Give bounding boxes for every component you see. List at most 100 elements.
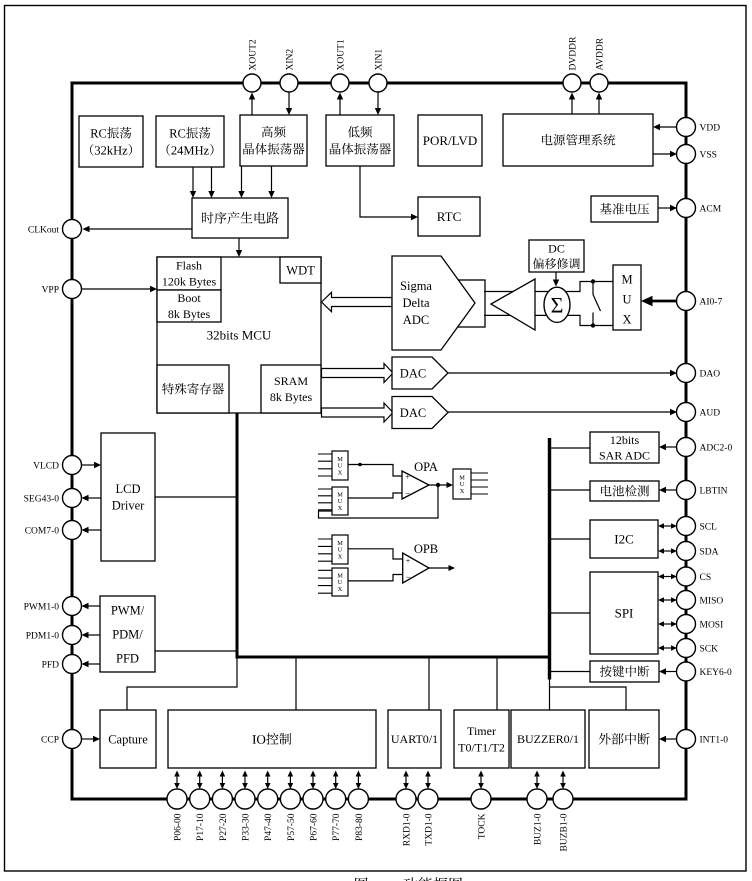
arrow-tock-h1 [478, 770, 484, 777]
arrow-xin2-head [285, 108, 293, 115]
pin-right-vdd [675, 116, 697, 138]
opa-feedback [317, 485, 439, 519]
pin-right-adc20-label: ADC2-0 [700, 443, 733, 453]
pin-bottom-p4740 [257, 788, 279, 810]
pin-right-adc20 [675, 436, 697, 458]
block-boot [156, 289, 222, 323]
pin-top-dvddr-label: DVDDR [568, 36, 578, 70]
opa-mux2-letter-l3: X [338, 505, 343, 512]
pin-right-int10-label: INT1-0 [700, 735, 729, 745]
pin-bottom-p1710-label: P17-10 [196, 813, 206, 841]
pin-left-vpp-label: VPP [42, 285, 59, 295]
pin-right-scl-label: SCL [700, 522, 718, 532]
uart-line1: UART0/1 [391, 732, 438, 746]
pin-bottom-p6760-label: P67-60 [309, 813, 319, 841]
arrow-sck-h1 [658, 645, 664, 651]
pin-bottom-buzb10-label: BUZB1-0 [559, 813, 569, 851]
rc24m-line2 [166, 143, 214, 156]
pin-bottom-p0600 [166, 788, 188, 810]
caption-text [403, 877, 462, 881]
spi-line1: SPI [615, 606, 634, 621]
pin-left-pwm10-label: PWM1-0 [24, 602, 60, 612]
amp-triangle [489, 277, 536, 332]
arrow-hfosc-timing-1-head [238, 191, 245, 198]
hf-osc-line2 [243, 142, 305, 155]
por-lvd-line1: POR/LVD [423, 133, 477, 148]
pin-left-pwm10 [61, 595, 83, 617]
pin-left-seg430 [61, 487, 83, 509]
arrow-port-7-h2 [332, 783, 339, 789]
opa-label: OPA [414, 460, 438, 474]
pin-right-cs [675, 566, 697, 587]
pin-right-lbtin [675, 479, 697, 501]
vref-line1 [599, 202, 650, 215]
arrow-avddr-head [595, 92, 603, 100]
pin-bottom-p5750 [279, 788, 302, 810]
pin-right-cs-label: CS [700, 573, 712, 583]
pin-right-ai07 [675, 290, 697, 312]
arrow-port-0-h1 [174, 770, 180, 777]
dac1-label: DAC [400, 367, 426, 381]
arrow-pfd-head [81, 660, 89, 668]
opb-mux2-letter-l3: X [338, 586, 343, 593]
sigma-adc-line3: ADC [403, 313, 429, 327]
sram-line1: SRAM [274, 374, 308, 388]
block-io-ctrl [167, 709, 377, 769]
right-pin-wires [446, 123, 677, 743]
arrow-com-head [81, 526, 89, 534]
caption-fig [355, 877, 368, 881]
sigma-symbol: Σ [551, 292, 564, 317]
block-rc24m [155, 115, 225, 168]
pin-right-dao [675, 362, 697, 384]
arrow-rc24m-timing-2-head [208, 191, 215, 198]
pin-right-scl [675, 515, 697, 537]
opb-mux1-letter-l2: U [338, 547, 343, 554]
block-sigma-adc [391, 255, 476, 351]
sigma-line-bot [563, 314, 613, 327]
block-lcd [100, 432, 156, 562]
lcd-line1: LCD [116, 482, 141, 496]
pin-left-ccp [61, 728, 83, 750]
arrow-timing-mcu-head [235, 250, 243, 257]
pin-left-pdm10-label: PDM1-0 [26, 631, 60, 641]
mcu-label: 32bits MCU [207, 328, 272, 343]
pin-bottom-buz10 [526, 788, 548, 810]
arrow-scl-h2 [671, 523, 677, 529]
pin-top-xin1 [368, 73, 388, 93]
block-rtc [417, 196, 481, 237]
block-i2c [589, 519, 659, 559]
opa-triangle [401, 469, 431, 501]
arrow-port-1-h2 [196, 783, 203, 789]
lf-osc-line2 [329, 142, 391, 155]
block-opa-muxout [452, 468, 472, 500]
pin-right-sck-label: SCK [700, 644, 719, 654]
arrow-mosi-h1 [658, 621, 664, 627]
dc-offset-line1: DC [548, 241, 565, 255]
wire-opbmux2-opb [348, 573, 403, 582]
pin-bottom-p4740-label: P47-40 [264, 813, 274, 841]
pin-right-aud-label: AUD [700, 408, 721, 418]
flash-line2: 120k Bytes [162, 275, 217, 289]
pin-right-ai07-label: AI0-7 [700, 297, 723, 307]
block-mux-in [612, 264, 642, 331]
pin-bottom-p7770-label: P77-70 [332, 813, 342, 841]
wdt-line1: WDT [286, 263, 315, 277]
arrow-dac1-dao-head [670, 369, 677, 377]
oscillator-wires [82, 92, 603, 257]
arrow-adc20-head [659, 443, 666, 451]
pin-right-sck [675, 637, 697, 659]
pin-right-mosi-label: MOSI [700, 620, 724, 630]
arrow-ccp-head [93, 735, 100, 743]
pin-left-pfd [61, 653, 83, 675]
block-vref [590, 195, 659, 223]
arrow-sck-h2 [671, 645, 677, 651]
pin-bottom-rxd10-label: RXD1-0 [402, 813, 412, 846]
arrow-port-4-h2 [264, 783, 271, 789]
pin-left-vlcd-label: VLCD [33, 461, 59, 471]
opa-plus: + [405, 473, 410, 482]
arrow-port-4-h1 [264, 770, 271, 777]
block-opa-mux2 [331, 486, 349, 516]
